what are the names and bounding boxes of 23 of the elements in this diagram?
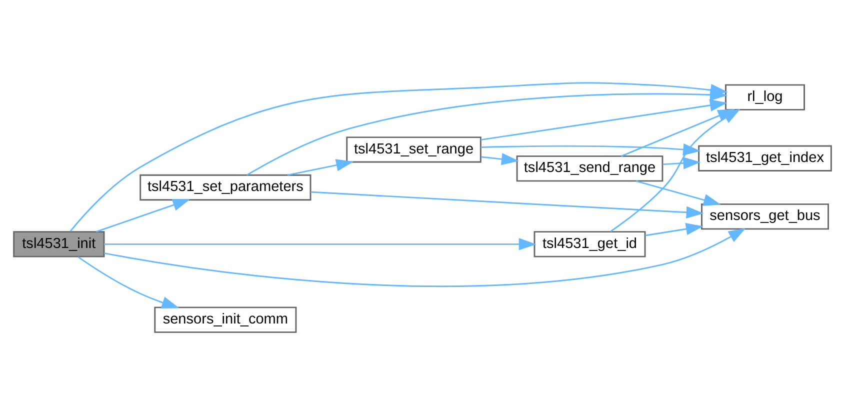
arrow (645, 222, 704, 236)
arrow (480, 98, 728, 140)
node-box: tsl4531_get_index (698, 144, 832, 171)
arrow (636, 180, 722, 206)
node-box: tsl4531_send_range (516, 154, 664, 182)
node-box: tsl4531_init (13, 230, 105, 257)
arrow (310, 190, 704, 218)
arrow (287, 158, 354, 176)
node-box: sensors_get_bus (701, 202, 829, 230)
arrow (662, 156, 701, 169)
node-box: rl_log (725, 84, 805, 110)
arrow (104, 227, 746, 286)
node-box: tsl4531_set_range (346, 136, 482, 162)
arrow (246, 88, 728, 176)
arrow (78, 256, 180, 308)
arrow (96, 198, 190, 232)
arrow (481, 152, 519, 165)
node-box: sensors_init_comm (154, 306, 297, 332)
node-box: tsl4531_set_parameters (140, 174, 312, 200)
arrow (480, 142, 701, 156)
node-box: tsl4531_get_id (534, 230, 646, 257)
arrow (104, 238, 536, 250)
arrow (620, 108, 736, 156)
